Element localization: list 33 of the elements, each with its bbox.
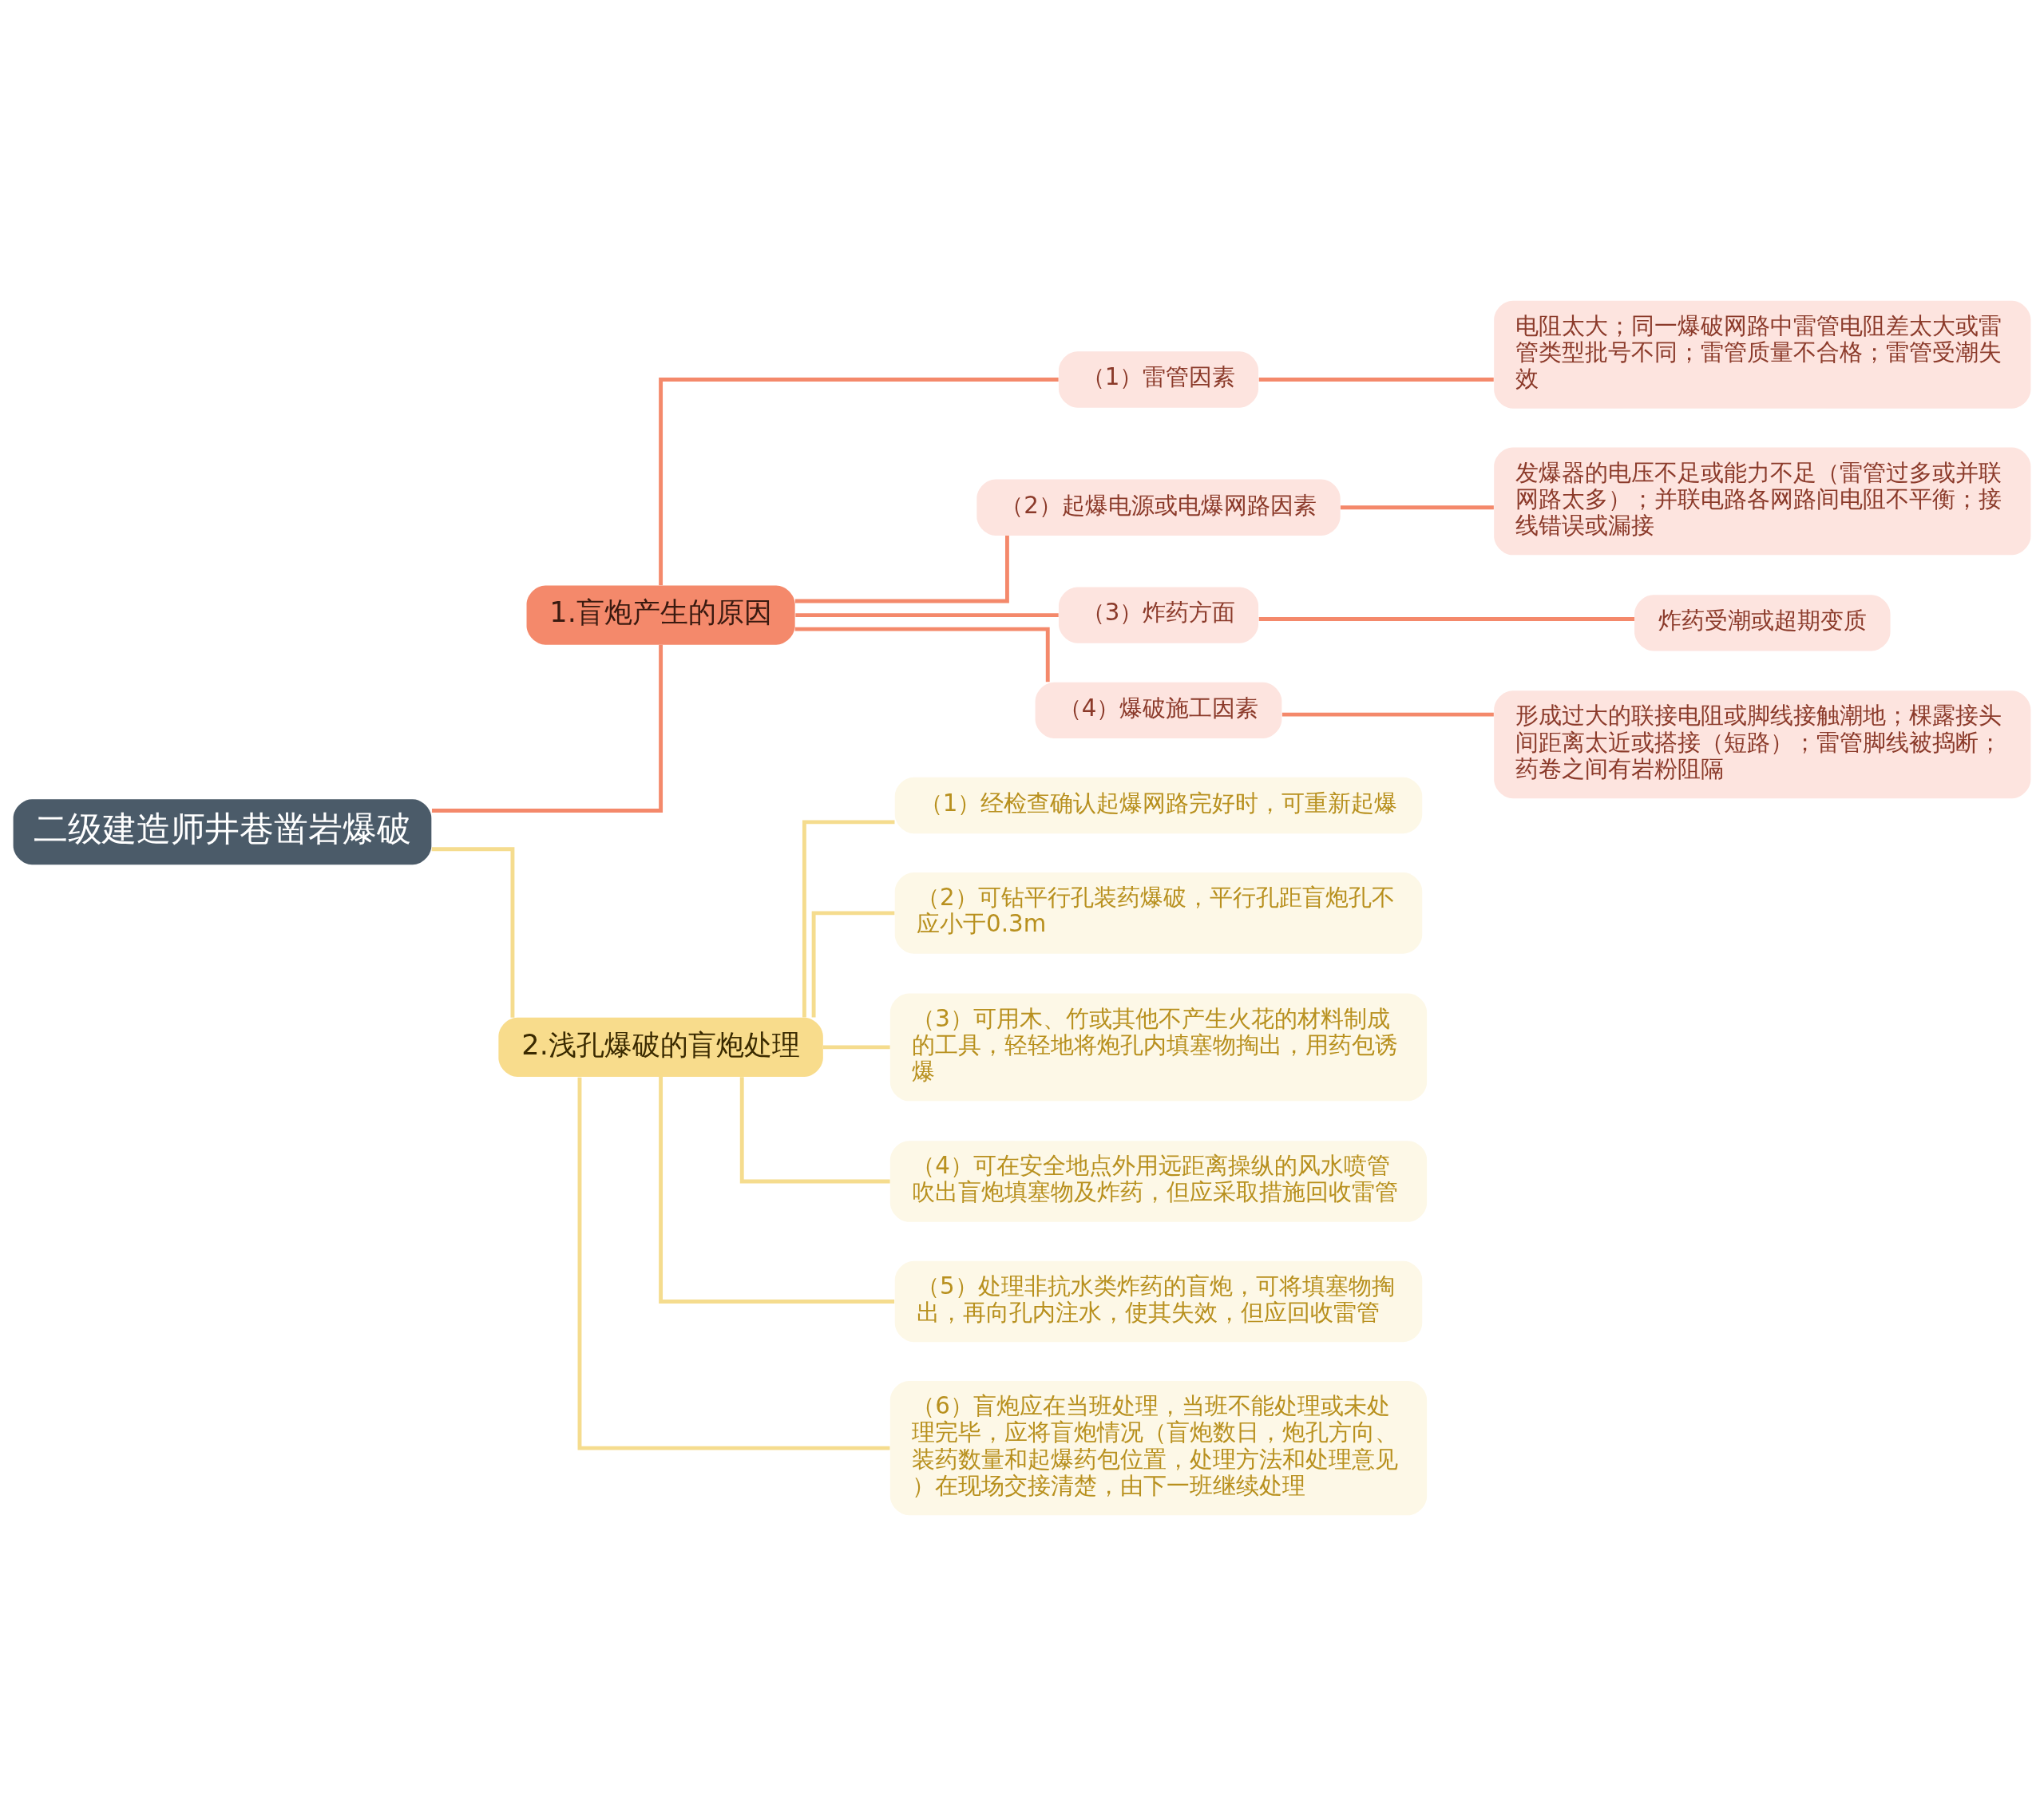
node-box: 电阻太大；同一爆破网路中雷管电阻差太大或雷管类型批号不同；雷管质量不合格；雷管受潮失效 — [1494, 300, 2031, 409]
connector — [811, 911, 895, 1018]
node-box: 发爆器的电压不足或能力不足（雷管过多或并联网路太多）；并联电路各网路间电阻不平衡；接线错误或漏接 — [1494, 447, 2031, 556]
node-box: 1.盲炮产生的原因 — [526, 585, 795, 645]
connector — [1258, 617, 1634, 621]
node-box: 炸药受潮或超期变质 — [1634, 595, 1891, 651]
node-box: 形成过大的联接电阻或脚线接触潮地；棵露接头间距离太近或搭接（短路）；雷管脚线被捣断；药卷之间有岩粉阻隔 — [1494, 690, 2031, 799]
connector — [794, 535, 1009, 603]
node-box: （4）可在安全地点外用远距离操纵的风水喷管吹出盲炮填塞物及炸药，但应采取措施回收雷管 — [889, 1141, 1428, 1222]
node-box: （6）盲炮应在当班处理，当班不能处理或未处理完毕，应将盲炮情况（盲炮数日，炮孔方向、装药数量和起爆药包位置，处理方法和处理意见）在现场交接清楚，由下一班继续处理 — [889, 1381, 1428, 1516]
node-box: （4）爆破施工因素 — [1035, 682, 1282, 738]
node-box: （1）经检查确认起爆网路完好时，可重新起爆 — [894, 777, 1423, 834]
connector — [1281, 712, 1494, 717]
connector — [795, 613, 1059, 618]
connector — [577, 1077, 890, 1450]
node-box: （5）处理非抗水类炸药的盲炮，可将填塞物掏出，再向孔内注水，使其失效，但应回收雷管 — [894, 1260, 1423, 1343]
connector — [822, 1045, 890, 1050]
node-box: （2）可钻平行孔装药爆破，平行孔距盲炮孔不应小于0.3m — [894, 872, 1423, 954]
node-box: 二级建造师井巷凿岩爆破 — [13, 799, 432, 865]
connector — [1258, 378, 1494, 382]
connector — [659, 1077, 895, 1304]
connector — [739, 1077, 890, 1184]
node-box: （1）雷管因素 — [1058, 351, 1259, 408]
connector — [659, 378, 1059, 586]
connector — [1340, 505, 1494, 510]
connector — [431, 847, 515, 1018]
connector — [431, 644, 664, 813]
connector — [794, 627, 1050, 682]
node-box: 2.浅孔爆破的盲炮处理 — [498, 1017, 823, 1078]
connector — [802, 820, 895, 1018]
node-box: （3）炸药方面 — [1058, 587, 1259, 643]
node-box: （2）起爆电源或电爆网路因素 — [976, 479, 1341, 536]
node-box: （3）可用木、竹或其他不产生火花的材料制成的工具，轻轻地将炮孔内填塞物掏出，用药包诱爆 — [889, 993, 1428, 1102]
